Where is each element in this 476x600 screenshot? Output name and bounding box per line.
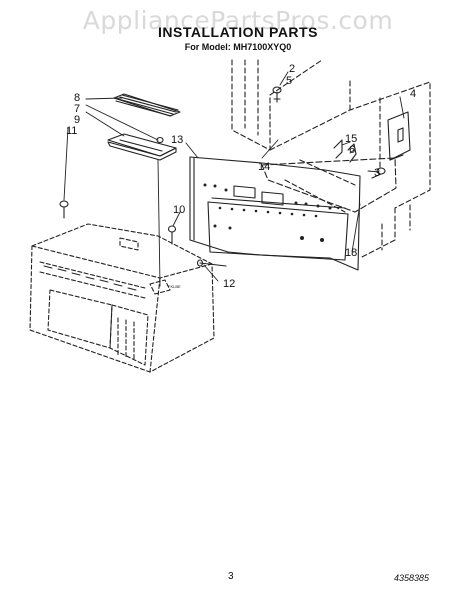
screw-10 <box>167 225 177 245</box>
wall-plate <box>261 157 397 213</box>
watermark-text: AppliancePartsPros.com <box>82 6 394 35</box>
callout-8: 8 <box>74 92 80 104</box>
callout-12: 12 <box>223 278 235 290</box>
screw-3 <box>371 167 386 179</box>
bolt-12 <box>196 259 227 267</box>
callout-15: 15 <box>345 133 357 145</box>
callout-7: 7 <box>74 103 80 115</box>
diagram-title: INSTALLATION PARTS <box>158 24 318 40</box>
callout-18: 18 <box>345 247 357 259</box>
callout-11: 11 <box>66 125 77 137</box>
callout-2: 2 <box>289 63 295 75</box>
grille-filter <box>113 93 181 117</box>
callout-14: 14 <box>258 161 270 173</box>
screw-11 <box>59 200 69 219</box>
leader-lines <box>63 71 405 287</box>
microwave-vent-slots <box>43 265 137 291</box>
callout-6: 6 <box>349 144 355 156</box>
document-number: 4358385 <box>394 573 430 583</box>
callout-9: 9 <box>74 114 80 126</box>
callout-4: 4 <box>410 88 416 100</box>
plate-holes <box>203 183 332 242</box>
callout-3: 3 <box>374 167 380 179</box>
clip-15 <box>333 139 357 163</box>
screw-2 <box>272 86 282 103</box>
callout-5: 5 <box>286 75 292 87</box>
mounting-plate <box>189 156 361 271</box>
callout-13: 13 <box>171 134 183 146</box>
unit-label: FKLBE <box>168 284 181 289</box>
model-subtitle: For Model: MH7100XYQ0 <box>184 42 292 52</box>
microwave-outline <box>29 223 215 373</box>
page-number: 3 <box>228 571 234 582</box>
mounting-bracket <box>387 111 411 161</box>
vent-cover <box>107 133 177 161</box>
wall-outline <box>231 59 431 259</box>
callout-10: 10 <box>173 204 185 216</box>
